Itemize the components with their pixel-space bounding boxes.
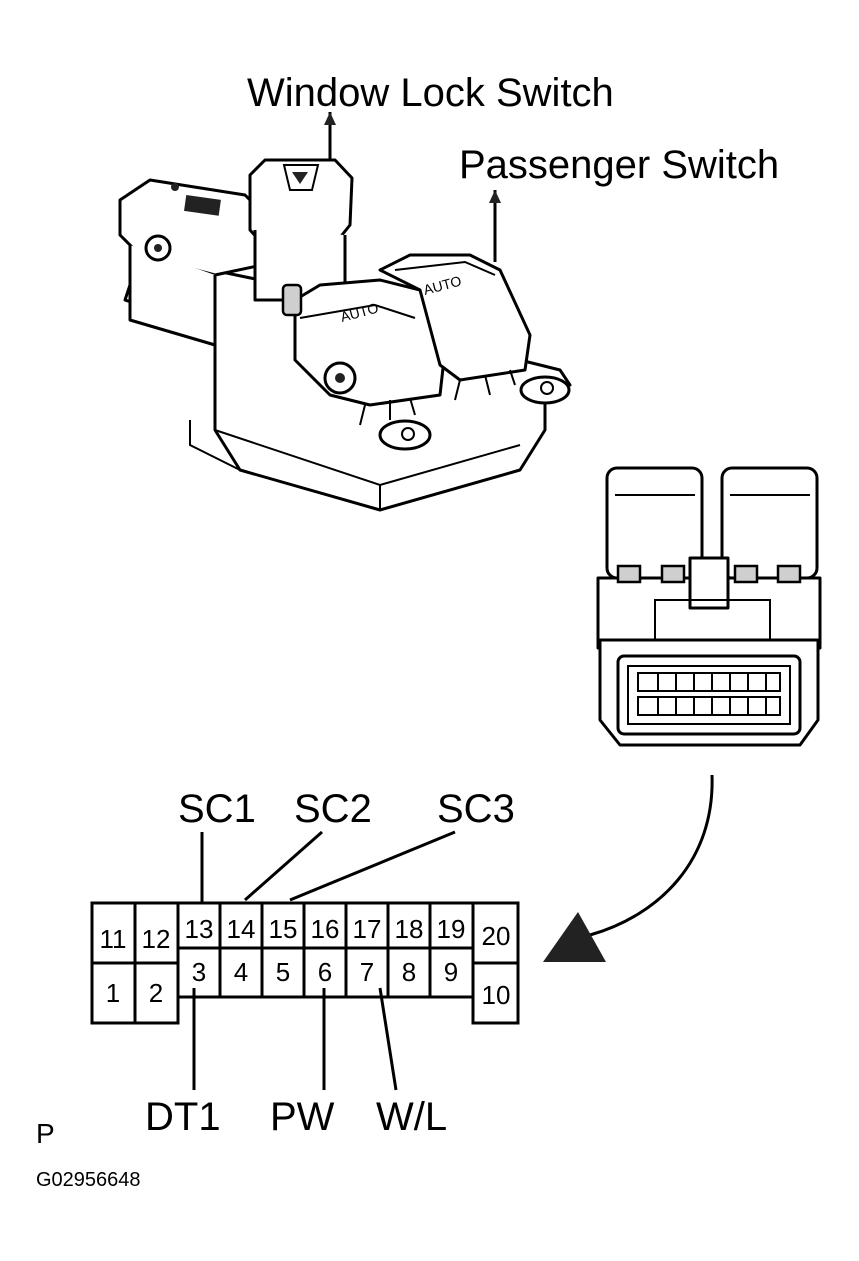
pin-2: 2 <box>149 978 163 1008</box>
pin-11: 11 <box>100 924 127 954</box>
sc2-leader-line <box>244 830 323 902</box>
p-mark: P <box>36 1118 55 1149</box>
pin-5: 5 <box>276 957 290 987</box>
connector-pinout <box>90 901 520 1025</box>
sc1-label: SC1 <box>178 787 256 831</box>
pin-18: 18 <box>395 914 424 944</box>
pin-1: 1 <box>106 978 120 1008</box>
connector-socket <box>616 654 802 736</box>
pin-7: 7 <box>360 957 374 987</box>
view-arrow <box>589 774 714 937</box>
mounting-tab-left <box>378 419 432 451</box>
pw-label: PW <box>270 1095 335 1139</box>
pin-9: 9 <box>444 957 458 987</box>
sc2-label: SC2 <box>294 787 372 831</box>
passenger-switch-label: Passenger Switch <box>459 143 779 187</box>
connector-cavities <box>637 672 781 716</box>
pin-20: 20 <box>482 921 511 951</box>
pin-17: 17 <box>353 914 382 944</box>
pin-14: 14 <box>227 914 256 944</box>
rocker-switch-right <box>378 253 532 382</box>
sc3-leader-line <box>289 830 456 902</box>
pin-19: 19 <box>437 914 466 944</box>
pin-4: 4 <box>234 957 248 987</box>
figure-code: G02956648 <box>36 1169 141 1191</box>
pin-13: 13 <box>185 914 214 944</box>
pin-15: 15 <box>269 914 298 944</box>
sc3-label: SC3 <box>437 787 515 831</box>
pin-6: 6 <box>318 957 332 987</box>
connector-rear-view <box>596 466 822 747</box>
mounting-tab-right <box>519 375 571 405</box>
pin-3: 3 <box>192 957 206 987</box>
pin-8: 8 <box>402 957 416 987</box>
switch-assembly-illustration <box>118 158 572 512</box>
pin-16: 16 <box>311 914 340 944</box>
dt1-label: DT1 <box>145 1095 221 1139</box>
wl-label: W/L <box>376 1095 447 1139</box>
pin-10: 10 <box>482 980 511 1010</box>
arrow-head <box>543 912 606 962</box>
wl-leader-line <box>378 987 398 1091</box>
pin-12: 12 <box>142 924 171 954</box>
window-lock-switch-label: Window Lock Switch <box>247 71 614 115</box>
